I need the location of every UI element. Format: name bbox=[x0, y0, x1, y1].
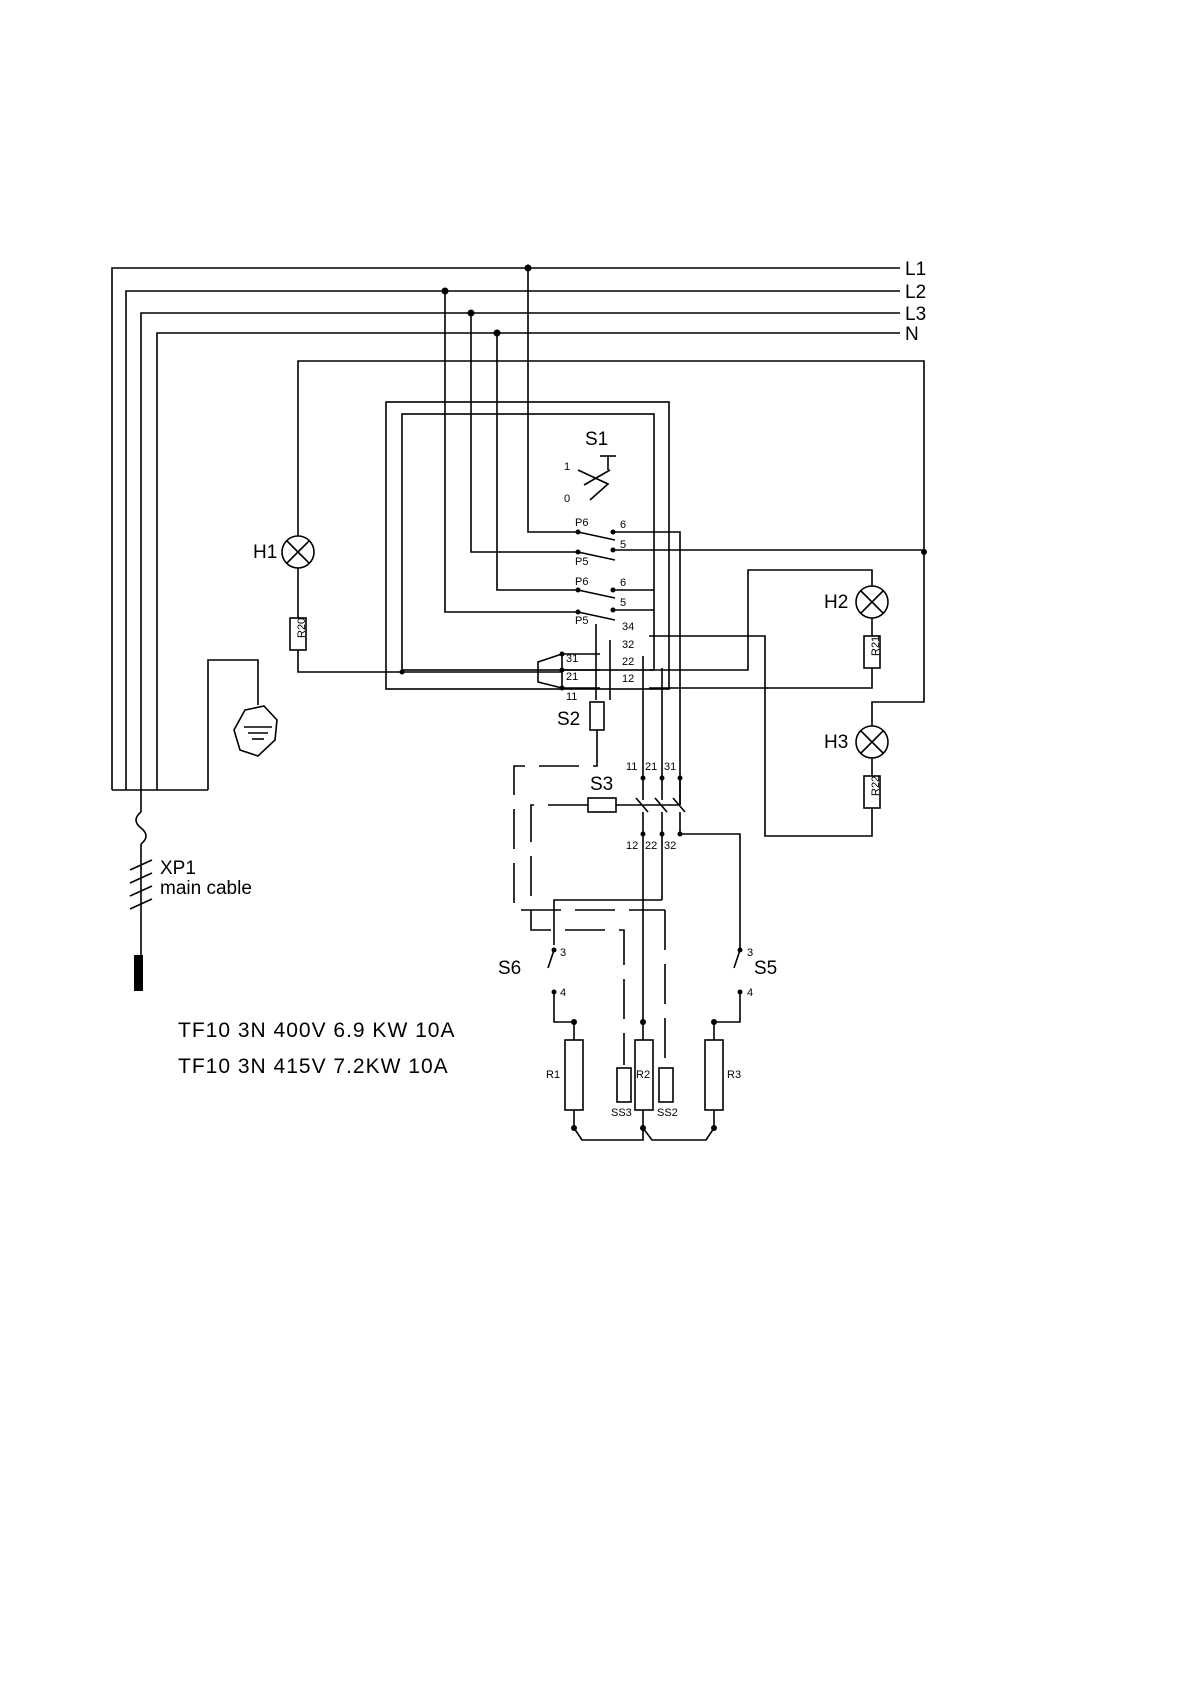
plug-icon bbox=[134, 955, 143, 991]
spec-note-line2: TF10 3N 415V 7.2KW 10A bbox=[178, 1055, 449, 1078]
s5-label: S5 bbox=[754, 958, 777, 979]
svg-text:12: 12 bbox=[622, 673, 634, 685]
svg-text:6: 6 bbox=[620, 519, 626, 531]
cable-label: main cable bbox=[160, 878, 252, 899]
svg-text:22: 22 bbox=[645, 840, 657, 852]
svg-text:SS2: SS2 bbox=[657, 1107, 678, 1119]
bus-label-l3: L3 bbox=[905, 304, 926, 325]
s6-label: S6 bbox=[498, 958, 521, 979]
bus-label-l1: L1 bbox=[905, 259, 926, 280]
s5-switch: 3 4 S5 R3 bbox=[705, 945, 777, 1128]
svg-text:R2: R2 bbox=[636, 1069, 650, 1081]
svg-text:32: 32 bbox=[664, 840, 676, 852]
svg-text:12: 12 bbox=[626, 840, 638, 852]
svg-text:4: 4 bbox=[747, 987, 753, 999]
svg-text:R20: R20 bbox=[296, 618, 308, 638]
h1-label: H1 bbox=[253, 542, 277, 563]
svg-text:R3: R3 bbox=[727, 1069, 741, 1081]
h2-lamp: R21 H2 bbox=[649, 570, 888, 688]
svg-text:21: 21 bbox=[566, 671, 578, 683]
svg-text:P6: P6 bbox=[575, 517, 588, 529]
heater-r2: R2 SS3 SS2 bbox=[571, 1019, 717, 1140]
supply-bus: L1 L2 L3 N bbox=[112, 259, 926, 790]
svg-text:SS3: SS3 bbox=[611, 1107, 632, 1119]
svg-text:0: 0 bbox=[564, 493, 570, 505]
svg-text:P6: P6 bbox=[575, 576, 588, 588]
svg-text:4: 4 bbox=[560, 987, 566, 999]
svg-text:6: 6 bbox=[620, 577, 626, 589]
s2-label: S2 bbox=[557, 709, 580, 730]
svg-text:P5: P5 bbox=[575, 615, 588, 627]
svg-text:R22: R22 bbox=[870, 776, 882, 796]
svg-text:32: 32 bbox=[622, 639, 634, 651]
main-cable: XP1 main cable bbox=[130, 790, 252, 991]
bus-label-n: N bbox=[905, 324, 919, 345]
svg-text:5: 5 bbox=[620, 597, 626, 609]
svg-text:3: 3 bbox=[560, 947, 566, 959]
h1-lamp: R20 H1 bbox=[253, 361, 924, 675]
cable-id: XP1 bbox=[160, 858, 196, 879]
earth-ground bbox=[208, 660, 277, 790]
svg-text:31: 31 bbox=[664, 761, 676, 773]
svg-text:31: 31 bbox=[566, 653, 578, 665]
svg-text:R1: R1 bbox=[546, 1069, 560, 1081]
svg-text:34: 34 bbox=[622, 621, 634, 633]
svg-text:21: 21 bbox=[645, 761, 657, 773]
h2-label: H2 bbox=[824, 592, 848, 613]
svg-text:3: 3 bbox=[747, 947, 753, 959]
svg-text:P5: P5 bbox=[575, 556, 588, 568]
bus-label-l2: L2 bbox=[905, 282, 926, 303]
s1-label: S1 bbox=[585, 429, 608, 450]
svg-text:1: 1 bbox=[564, 461, 570, 473]
svg-text:R21: R21 bbox=[870, 636, 882, 656]
s3-label: S3 bbox=[590, 774, 613, 795]
svg-text:11: 11 bbox=[626, 761, 637, 773]
svg-text:11: 11 bbox=[566, 691, 577, 703]
h3-label: H3 bbox=[824, 732, 848, 753]
spec-note-line1: TF10 3N 400V 6.9 KW 10A bbox=[178, 1019, 455, 1042]
s1-switch: S1 1 0 P6 P5 P6 P5 6 5 6 5 34 32 22 12 bbox=[386, 268, 924, 805]
svg-text:22: 22 bbox=[622, 656, 634, 668]
